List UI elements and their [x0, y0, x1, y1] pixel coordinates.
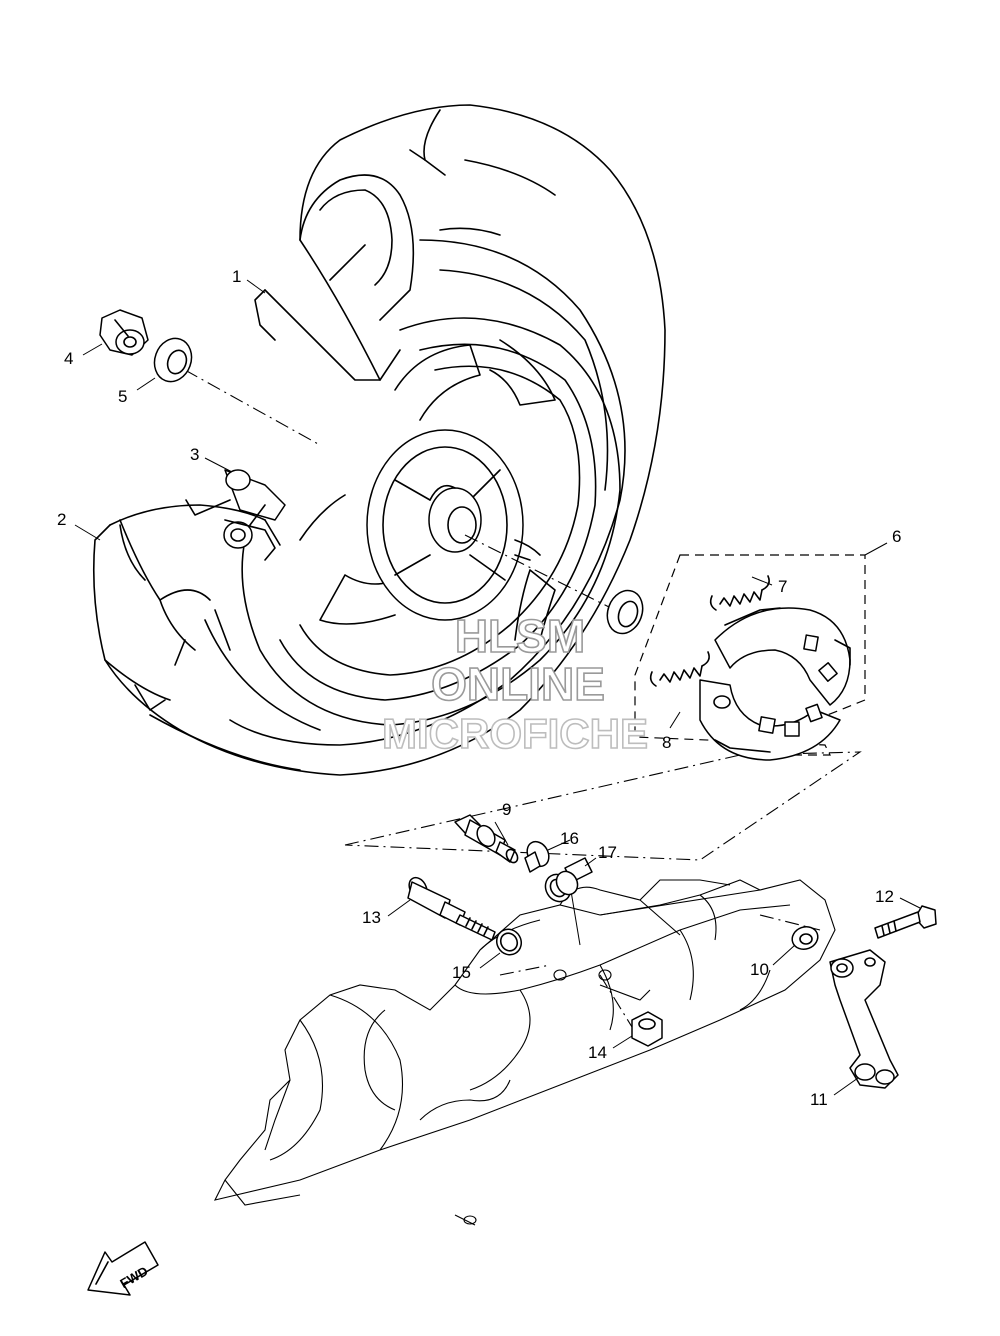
- callout-10: 10: [750, 960, 769, 979]
- callout-9: 9: [502, 800, 511, 819]
- axle-nut: [99, 309, 149, 356]
- watermark-line-2: ONLINE: [431, 658, 605, 710]
- wheel-axle-tube: [223, 469, 286, 561]
- callout-1: 1: [232, 267, 241, 286]
- callout-16: 16: [560, 829, 579, 848]
- callout-leaders: [74, 279, 921, 1096]
- callout-6: 6: [892, 527, 901, 546]
- engine-case-outline: [213, 879, 836, 1226]
- callout-4: 4: [64, 349, 73, 368]
- brake-camshaft: [454, 814, 519, 864]
- watermark-line-3: MICROFICHE: [382, 710, 648, 757]
- watermark-line-1: HLSM: [455, 610, 585, 662]
- callout-12: 12: [875, 887, 894, 906]
- callout-3: 3: [190, 445, 199, 464]
- brake-cam-lever: [829, 949, 899, 1089]
- brake-shoe-kit: [634, 554, 866, 761]
- callout-2: 2: [57, 510, 66, 529]
- callout-14: 14: [588, 1043, 607, 1062]
- brake-shaft: [407, 876, 496, 941]
- rear-tire: [92, 104, 666, 776]
- watermark: HLSM ONLINE MICROFICHE: [381, 609, 649, 758]
- forward-direction-badge: FWD: [87, 1241, 159, 1296]
- callout-13: 13: [362, 908, 381, 927]
- flange-nut: [631, 1011, 663, 1047]
- plain-washer: [791, 925, 819, 951]
- callout-17: 17: [598, 843, 617, 862]
- cam-bushing: [524, 840, 550, 873]
- callout-5: 5: [118, 387, 127, 406]
- callout-15: 15: [452, 963, 471, 982]
- clamp-bolt: [874, 905, 937, 939]
- collar-washer: [153, 337, 193, 383]
- callout-labels: 1 2 3 4 5 6 7 8 9 10 11 12 13 14 15 16 1…: [57, 267, 901, 1109]
- rear-wheel: [241, 317, 621, 726]
- callout-7: 7: [778, 577, 787, 596]
- callout-8: 8: [662, 733, 671, 752]
- hub-spacer-ring: [606, 589, 644, 635]
- o-rings: [495, 870, 579, 956]
- callout-11: 11: [810, 1090, 828, 1109]
